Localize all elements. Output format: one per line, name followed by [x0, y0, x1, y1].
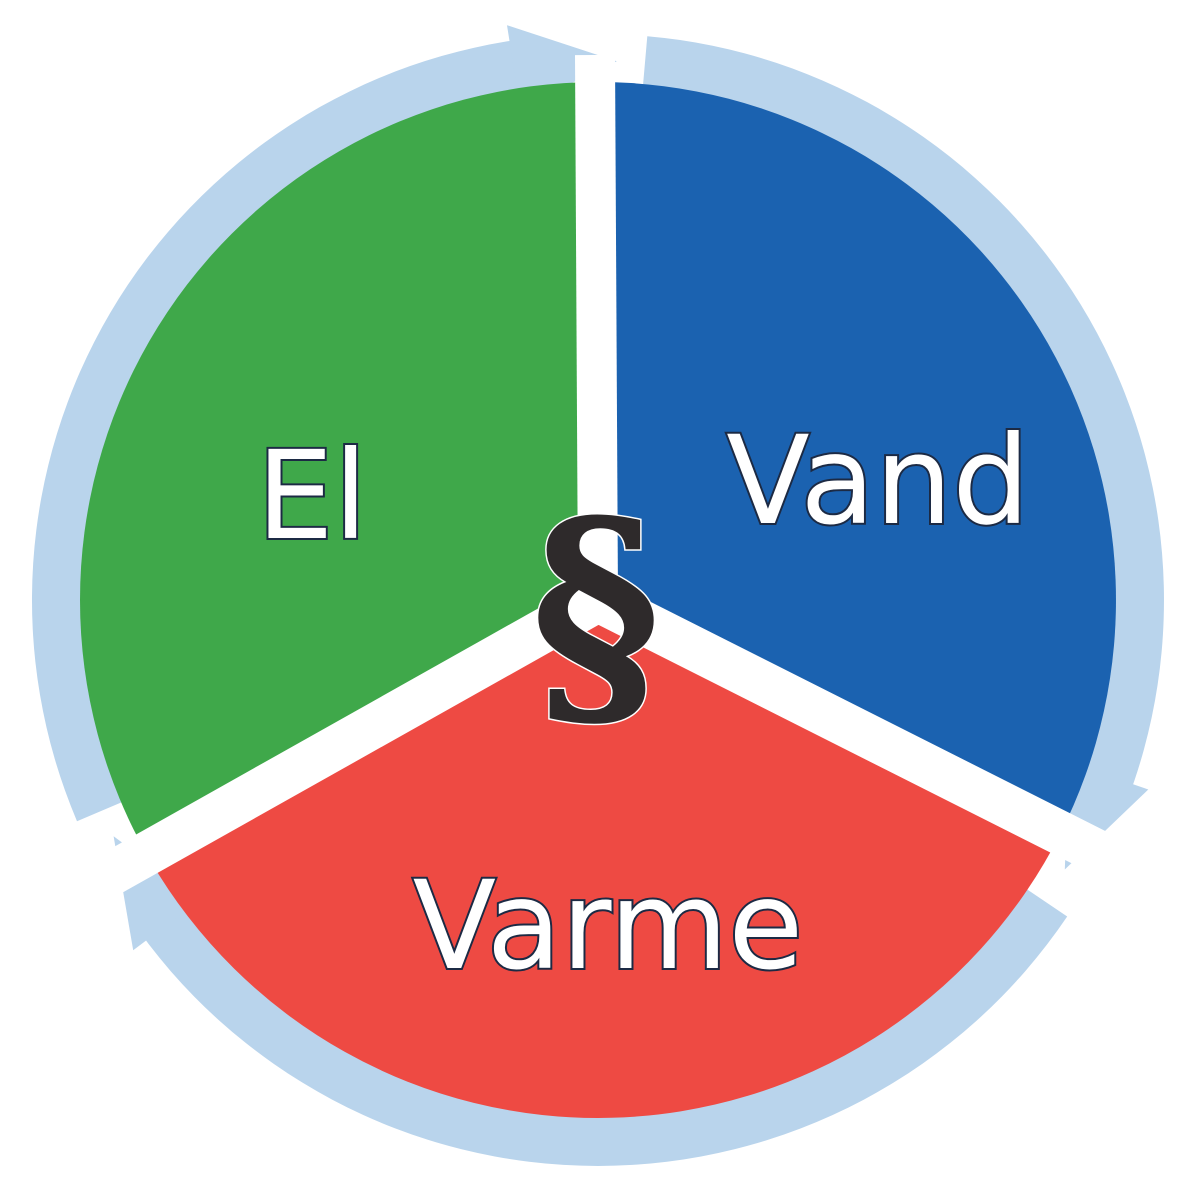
cycle-arrow-segment — [128, 886, 1068, 1166]
segment-label-el: El — [257, 425, 368, 567]
cycle-arrow-segment — [642, 36, 1164, 812]
paragraph-symbol: § — [531, 465, 662, 759]
segment-label-varme: Varme — [413, 855, 804, 997]
cycle-arrow-segment — [31, 37, 545, 822]
separator-top — [575, 54, 618, 601]
segment-label-vand: Vand — [726, 410, 1030, 552]
separator-right — [588, 580, 1120, 878]
segment-separators — [89, 54, 1120, 900]
separator-left — [89, 580, 609, 900]
